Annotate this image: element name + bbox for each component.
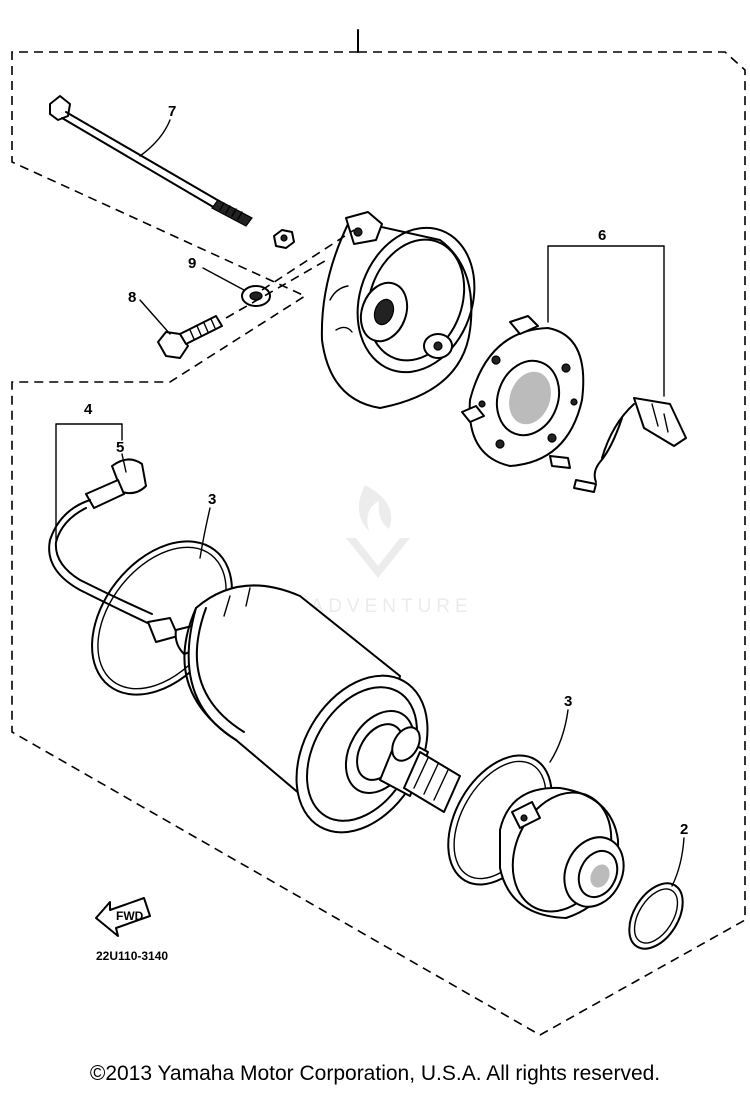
through-bolt: [49, 95, 253, 227]
callout-2: 2: [680, 821, 688, 838]
callout-4: 4: [84, 401, 93, 418]
copyright-notice: ©2013 Yamaha Motor Corporation, U.S.A. A…: [89, 1062, 661, 1085]
front-cover: [320, 211, 476, 409]
brush-plate: [461, 315, 585, 469]
fastener-guide-lines: [225, 229, 355, 319]
callout-9: 9: [188, 255, 196, 272]
callout-leaders: [55, 119, 685, 887]
rear-cover: [499, 786, 625, 919]
callout-3-upper: 3: [208, 491, 216, 508]
callout-6: 6: [598, 227, 606, 244]
callout-3-lower: 3: [564, 693, 572, 710]
assembly-outline: [11, 29, 746, 1036]
diagram-code: 22U110-3140: [96, 949, 168, 963]
watermark: LEADVENTURE: [277, 485, 472, 617]
lead-wire: [48, 458, 211, 655]
armature-shaft: [379, 726, 461, 813]
callout-7: 7: [168, 103, 176, 120]
washer: [241, 285, 271, 307]
watermark-text: LEADVENTURE: [277, 596, 472, 617]
mounting-bolt: [157, 315, 223, 359]
callout-8: 8: [128, 289, 136, 306]
fwd-label: FWD: [116, 909, 144, 923]
callout-5: 5: [116, 439, 124, 456]
callout-labels: 7 9 8 6 4 5 3 3 2: [84, 103, 688, 838]
brush-holder: [573, 397, 687, 493]
fwd-arrow: FWD: [95, 897, 151, 937]
nut: [273, 229, 295, 249]
seal-ring: [628, 882, 684, 950]
